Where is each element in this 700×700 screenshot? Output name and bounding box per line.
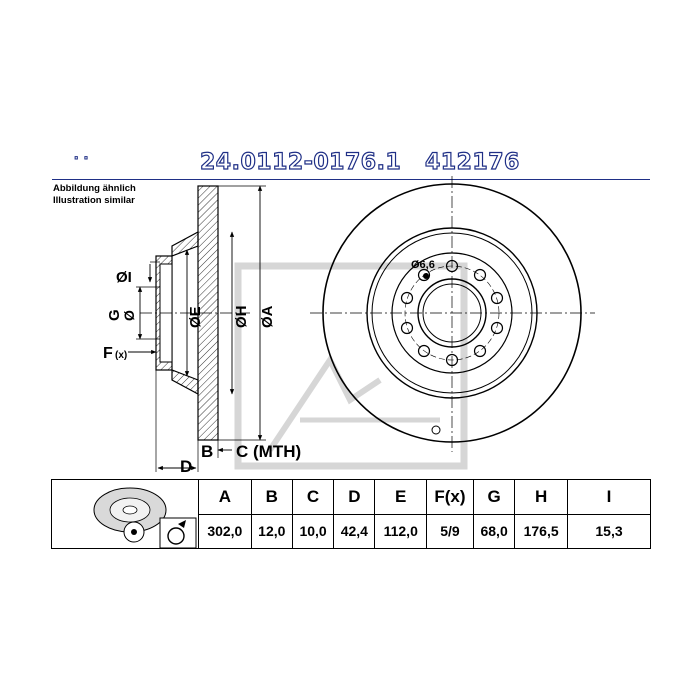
label-G-diameter: Ø <box>121 310 137 321</box>
header-B: B <box>250 479 293 515</box>
thumbnail-cell <box>51 479 199 549</box>
header-I: I <box>567 479 651 515</box>
bolt-hole <box>400 291 414 305</box>
value-B: 12,0 <box>250 513 293 549</box>
disc-thumbnail <box>93 487 197 549</box>
header-D: D <box>333 479 376 515</box>
disc-front-view <box>310 176 595 452</box>
bolt-holes <box>400 259 504 367</box>
disc-section-view: ØI G Ø F (x) ØE ØH ØA B C (MTH) D <box>103 185 301 476</box>
header-rule <box>52 179 650 180</box>
bolt-hole <box>490 291 504 305</box>
value-G: 68,0 <box>472 513 516 549</box>
bolt-hole <box>445 353 459 367</box>
header-F: F(x) <box>425 479 474 515</box>
value-I: 15,3 <box>567 513 651 549</box>
spec-table: A B C D E F(x) G H I 302,0 12,0 10,0 42,… <box>51 479 651 549</box>
reference-number: 412176 <box>424 149 520 175</box>
bolt-hole <box>490 321 504 335</box>
spec-header-row: A B C D E F(x) G H I <box>51 479 651 549</box>
balance-hole <box>431 425 441 435</box>
label-E: ØE <box>187 306 204 328</box>
label-I: ØI <box>116 269 132 286</box>
value-H: 176,5 <box>514 513 568 549</box>
value-D: 42,4 <box>333 513 376 549</box>
watermark-logo <box>234 262 468 470</box>
header-A: A <box>198 479 252 515</box>
part-number: 24.0112-0176.1 <box>199 149 402 175</box>
bolt-hole <box>417 268 431 282</box>
label-A: ØA <box>259 305 276 328</box>
small-hole-marker <box>423 273 429 279</box>
bolt-pitch-circle <box>404 265 500 361</box>
header-mark: · · <box>73 150 90 168</box>
value-C: 10,0 <box>291 513 335 549</box>
bolt-hole <box>473 268 487 282</box>
brake-symbol-icon <box>167 527 185 545</box>
spec-value-row: 302,0 12,0 10,0 42,4 112,0 5/9 68,0 176,… <box>52 513 651 549</box>
label-hole-diameter: Ø6,6 <box>411 259 435 271</box>
header-H: H <box>514 479 568 515</box>
note-english: Illustration similar <box>53 195 135 206</box>
value-F: 5/9 <box>425 513 474 549</box>
header-C: C <box>291 479 335 515</box>
value-A: 302,0 <box>198 513 252 549</box>
label-D: D <box>180 457 192 476</box>
label-C: C (MTH) <box>236 442 301 461</box>
label-H: ØH <box>233 306 250 329</box>
hat-shoulder-bottom <box>171 369 199 396</box>
note-german: Abbildung ähnlich <box>53 183 136 194</box>
label-F: F <box>103 345 113 362</box>
header-G: G <box>472 479 516 515</box>
value-E: 112,0 <box>374 513 427 549</box>
label-B: B <box>201 442 213 461</box>
bolt-hole <box>417 344 431 358</box>
header-E: E <box>374 479 427 515</box>
bolt-hole <box>400 321 414 335</box>
bolt-hole <box>445 259 459 273</box>
label-G: G <box>106 309 123 321</box>
hat-shoulder-top <box>171 230 199 257</box>
label-F-sub: (x) <box>115 350 127 361</box>
bolt-hole <box>473 344 487 358</box>
